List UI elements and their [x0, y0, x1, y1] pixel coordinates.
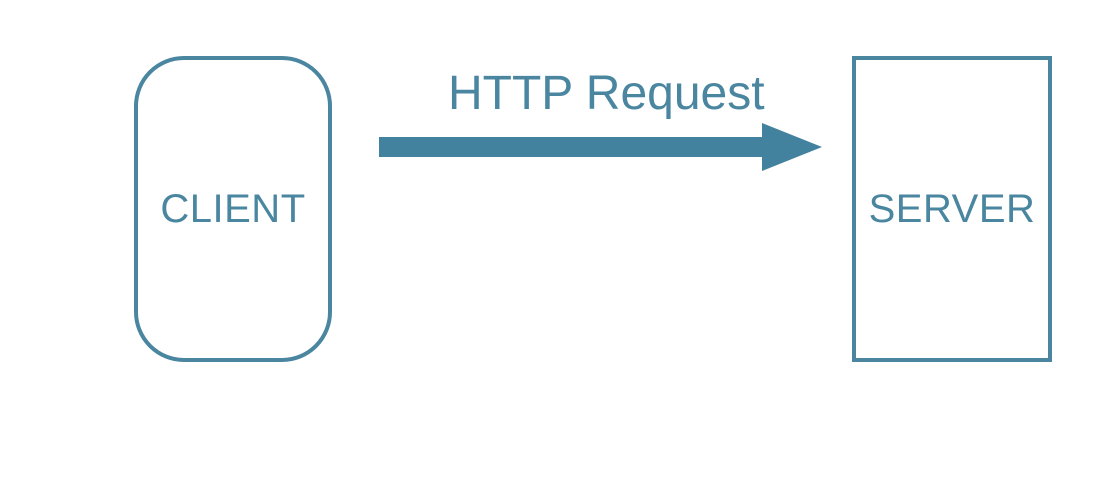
arrow-shaft — [379, 137, 764, 157]
arrow-head — [762, 123, 822, 171]
http-request-label: HTTP Request — [448, 67, 765, 120]
server-node: SERVER — [852, 56, 1052, 362]
client-node: CLIENT — [134, 56, 332, 362]
server-label: SERVER — [868, 186, 1036, 231]
client-label: CLIENT — [160, 186, 306, 231]
